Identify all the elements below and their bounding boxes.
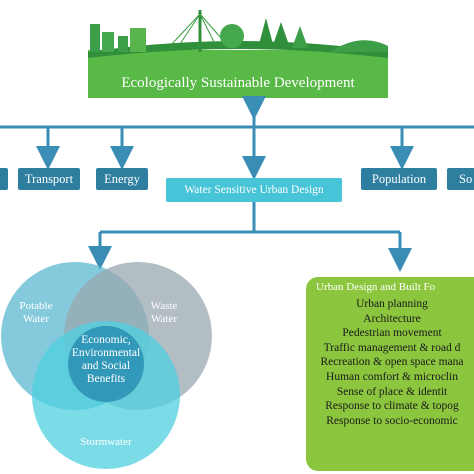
benefits-label-line: Economic, (81, 334, 131, 346)
tree (292, 26, 308, 48)
esd-banner-label: Ecologically Sustainable Development (121, 75, 355, 91)
tree (220, 24, 244, 48)
list-item: Traffic management & road d (323, 341, 461, 354)
bridge-arc (88, 41, 388, 58)
banner-illustration (88, 10, 388, 98)
list-item: Human comfort & microclin (326, 370, 458, 383)
list-item: Architecture (363, 312, 421, 325)
urban-design-list: Urban planning Architecture Pedestrian m… (316, 297, 474, 428)
stormwater-label: Stormwater (80, 436, 132, 448)
benefits-label-line: Benefits (86, 373, 126, 385)
banner-background (88, 50, 388, 98)
urban-design-panel: Urban Design and Built Fo Urban planning… (306, 277, 474, 471)
benefits-label-line: Environmental (71, 347, 141, 359)
benefits-core (68, 326, 144, 402)
tree (272, 22, 290, 48)
building (130, 28, 146, 52)
potable-label-line: Potable (19, 300, 53, 312)
potable-water-label: Potable Water (14, 300, 58, 326)
benefits-label: Economic, Environmental and Social Benef… (58, 334, 154, 386)
waste-label-line: Waste (150, 300, 178, 312)
topic-box-population: Population (361, 168, 437, 190)
waste-label-line: Water (151, 313, 177, 325)
connectors (0, 96, 474, 272)
venn-diagram (1, 262, 212, 469)
benefits-label-line: and Social (81, 360, 131, 372)
building (118, 36, 128, 52)
tree (258, 18, 274, 48)
topic-box-cut-right: So (447, 168, 474, 190)
waste-water-label: Waste Water (142, 300, 186, 326)
hill (330, 40, 388, 52)
list-item: Sense of place & identit (336, 385, 448, 398)
list-item: Response to climate & topog (325, 400, 459, 413)
list-item: Pedestrian movement (342, 327, 442, 340)
topic-box-transport: Transport (18, 168, 80, 190)
urban-design-title: Urban Design and Built Fo (316, 281, 436, 293)
building (90, 24, 100, 52)
topic-box-energy: Energy (96, 168, 148, 190)
list-item: Response to socio-economic (326, 414, 458, 427)
potable-label-line: Water (23, 313, 49, 325)
topic-box-cut-left (0, 168, 8, 190)
building (102, 32, 114, 52)
list-item: Recreation & open space mana (320, 356, 464, 369)
wsud-box: Water Sensitive Urban Design (166, 178, 342, 202)
list-item: Urban planning (356, 298, 428, 310)
